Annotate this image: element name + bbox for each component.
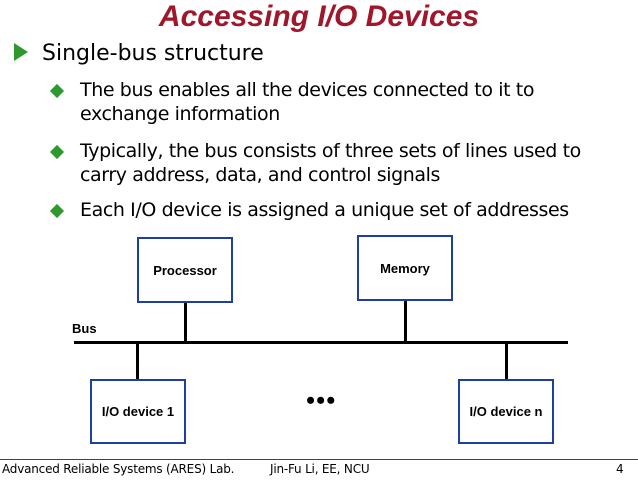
sub-bullet-text: carry address, data, and control signals [80, 164, 441, 186]
sub-bullet-text: Typically, the bus consists of three set… [80, 140, 581, 162]
main-bullet-text: Single-bus structure [42, 41, 264, 66]
sub-bullet-3: Each I/O device is assigned a unique set… [49, 198, 569, 222]
sub-bullet-text: Each I/O device is assigned a unique set… [80, 199, 569, 221]
arrow-bullet-icon [14, 43, 28, 61]
slide-title: Accessing I/O Devices [158, 0, 480, 33]
footer-lab-name: Advanced Reliable Systems (ARES) Lab. [2, 462, 235, 476]
footer-author: Jin-Fu Li, EE, NCU [270, 462, 370, 476]
bus-label: Bus [72, 321, 97, 336]
memory-label: Memory [380, 260, 430, 276]
bus-line [74, 341, 568, 344]
io-device-n-connector [505, 343, 508, 379]
sub-bullet-text: The bus enables all the devices connecte… [80, 79, 535, 101]
io-device-1-connector [136, 343, 139, 379]
diamond-bullet-icon [49, 144, 65, 160]
ellipsis: ••• [306, 386, 337, 415]
sub-bullet-1: The bus enables all the devices connecte… [49, 78, 535, 126]
io-device-1-label: I/O device 1 [101, 404, 175, 419]
sub-bullet-text: exchange information [80, 103, 280, 125]
diamond-bullet-icon [49, 203, 65, 219]
io-device-1-box: I/O device 1 [90, 379, 186, 444]
processor-connector [184, 303, 187, 343]
processor-label: Processor [153, 262, 217, 278]
main-bullet: Single-bus structure [14, 40, 264, 68]
sub-bullet-2: Typically, the bus consists of three set… [49, 139, 581, 187]
io-device-n-label: I/O device n [469, 404, 543, 419]
processor-box: Processor [137, 237, 233, 303]
io-device-n-box: I/O device n [458, 379, 554, 444]
diamond-bullet-icon [49, 83, 65, 99]
memory-connector [404, 301, 407, 343]
footer-divider [0, 459, 638, 460]
memory-box: Memory [357, 235, 453, 301]
page-number: 4 [616, 462, 624, 476]
